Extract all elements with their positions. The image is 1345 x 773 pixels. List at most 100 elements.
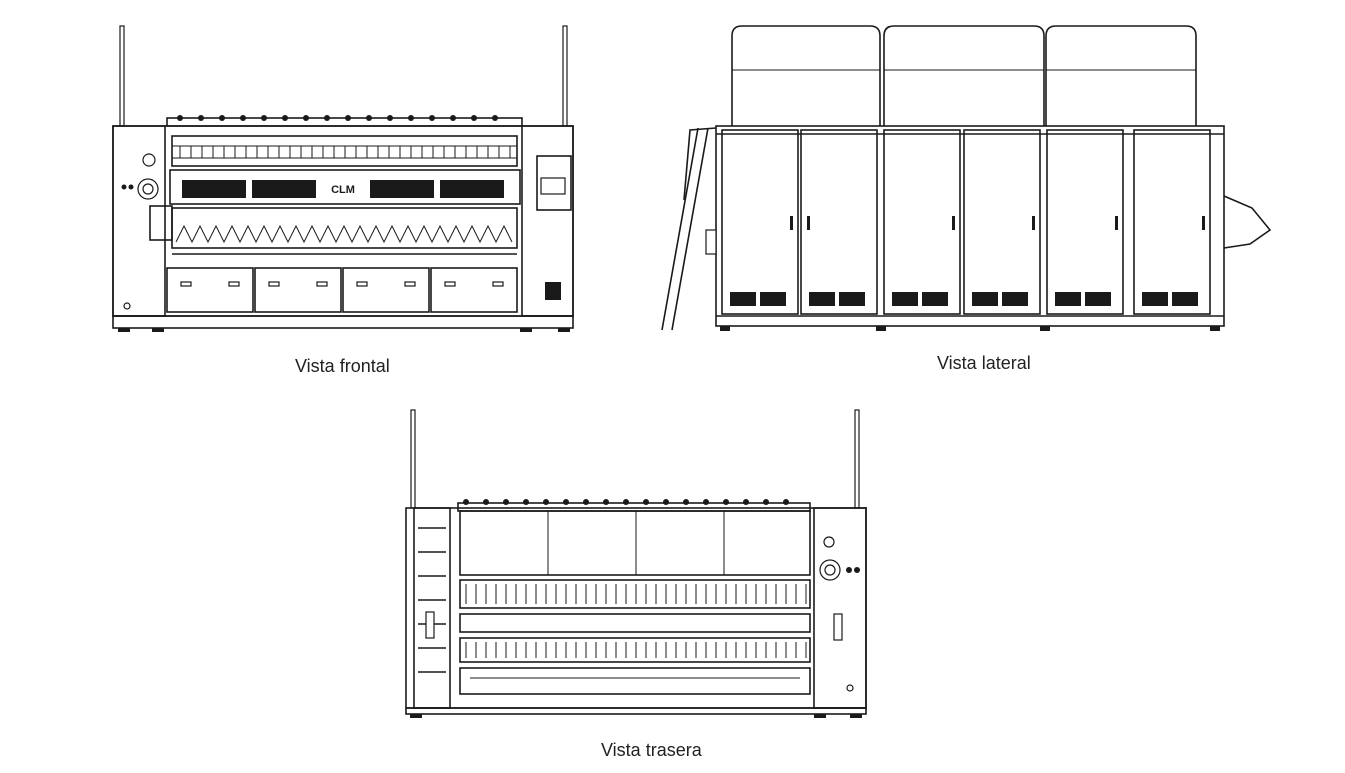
- rear-middle-roller: [459, 613, 811, 633]
- side-door-vent: [1172, 292, 1198, 306]
- rear-frame-bottom: [459, 667, 811, 695]
- side-door-handle-icon: [807, 216, 810, 230]
- rear-roller-ticks: [465, 584, 807, 658]
- rear-view: [405, 409, 867, 718]
- side-door: [883, 129, 961, 315]
- front-left-antenna: [119, 25, 125, 127]
- side-view: [661, 25, 1272, 331]
- rear-knob: [703, 499, 709, 505]
- front-control-screen: [540, 177, 566, 195]
- front-top-rail: [166, 117, 523, 127]
- front-gauge-icon: [142, 153, 156, 167]
- front-vent-3: [370, 180, 434, 198]
- side-ladder-handrail: [683, 127, 717, 201]
- side-foot: [720, 326, 730, 331]
- side-cabinet-doors: [721, 129, 1211, 315]
- rear-right-column: [813, 507, 867, 709]
- side-ladder-rail: [661, 127, 699, 331]
- rear-knob: [763, 499, 769, 505]
- side-handle-icon: [705, 229, 717, 255]
- rear-foot: [850, 714, 862, 718]
- front-view: CLM: [112, 25, 574, 332]
- rear-ladder-rungs: [418, 527, 446, 673]
- side-guardrail: [1045, 25, 1197, 126]
- side-guardrail: [883, 25, 1045, 126]
- side-door: [721, 129, 799, 315]
- front-foot: [520, 328, 532, 332]
- side-door-handle-icon: [790, 216, 793, 230]
- rear-knob: [723, 499, 729, 505]
- front-drawer-handle-icon: [492, 281, 504, 287]
- front-drawer: [254, 267, 342, 313]
- side-door-vent: [1002, 292, 1028, 306]
- rear-knob: [543, 499, 549, 505]
- rear-button-icon: [854, 567, 860, 573]
- front-bolt-icon: [123, 302, 131, 310]
- rear-knob: [743, 499, 749, 505]
- front-drawer: [430, 267, 518, 313]
- rear-left-antenna: [410, 409, 416, 509]
- side-foot: [1040, 326, 1050, 331]
- rear-lever-icon: [833, 613, 843, 641]
- rear-handwheel-hub: [824, 564, 836, 576]
- side-door-vent: [839, 292, 865, 306]
- side-ladder-rail: [671, 127, 709, 331]
- rear-knob: [503, 499, 509, 505]
- side-door-handle-icon: [1115, 216, 1118, 230]
- side-door-handle-icon: [952, 216, 955, 230]
- front-upper-ticks: [172, 145, 517, 159]
- rear-knob: [523, 499, 529, 505]
- rear-knob: [663, 499, 669, 505]
- side-door: [1046, 129, 1124, 315]
- side-door-vent: [922, 292, 948, 306]
- rear-top-knobs: [463, 499, 789, 505]
- side-door-vent: [809, 292, 835, 306]
- side-top-guardrails: [731, 25, 1197, 126]
- front-foot: [152, 328, 164, 332]
- rear-knob: [643, 499, 649, 505]
- side-foot: [1210, 326, 1220, 331]
- rear-knob: [623, 499, 629, 505]
- side-door-vent: [1085, 292, 1111, 306]
- front-logo: CLM: [331, 184, 355, 196]
- rear-cover-panels: [459, 510, 811, 576]
- side-door-vent: [972, 292, 998, 306]
- rear-right-antenna: [854, 409, 860, 509]
- rear-lever-icon: [425, 611, 435, 639]
- side-door-vent: [892, 292, 918, 306]
- rear-foot: [814, 714, 826, 718]
- front-drawer-handle-icon: [444, 281, 456, 287]
- front-drawer-handle-icon: [180, 281, 192, 287]
- rear-knob: [783, 499, 789, 505]
- rear-foot: [410, 714, 422, 718]
- rear-knob: [683, 499, 689, 505]
- rear-knob: [483, 499, 489, 505]
- front-left-bracket: [149, 205, 173, 241]
- side-door: [963, 129, 1041, 315]
- front-vent-1: [182, 180, 246, 198]
- side-door-vent: [1055, 292, 1081, 306]
- side-guardrail: [731, 25, 881, 126]
- side-door-handle-icon: [1202, 216, 1205, 230]
- rear-upper-roller: [459, 579, 811, 609]
- front-handwheel-hub: [142, 183, 154, 195]
- front-button-icon: [128, 184, 134, 190]
- side-door: [800, 129, 878, 315]
- front-view-caption: Vista frontal: [295, 356, 390, 376]
- front-base: [112, 315, 574, 329]
- rear-knob: [603, 499, 609, 505]
- front-foot: [558, 328, 570, 332]
- side-door-vent: [1142, 292, 1168, 306]
- front-drawer-handle-icon: [404, 281, 416, 287]
- front-drawer-handle-icon: [268, 281, 280, 287]
- front-drawer: [342, 267, 430, 313]
- rear-ladder-column: [413, 507, 451, 709]
- rear-knob: [563, 499, 569, 505]
- rear-top-rail: [457, 502, 811, 512]
- front-button-icon: [121, 184, 127, 190]
- side-door-vent: [730, 292, 756, 306]
- front-foot: [118, 328, 130, 332]
- side-door-handle-icon: [1032, 216, 1035, 230]
- front-drawer-handle-icon: [228, 281, 240, 287]
